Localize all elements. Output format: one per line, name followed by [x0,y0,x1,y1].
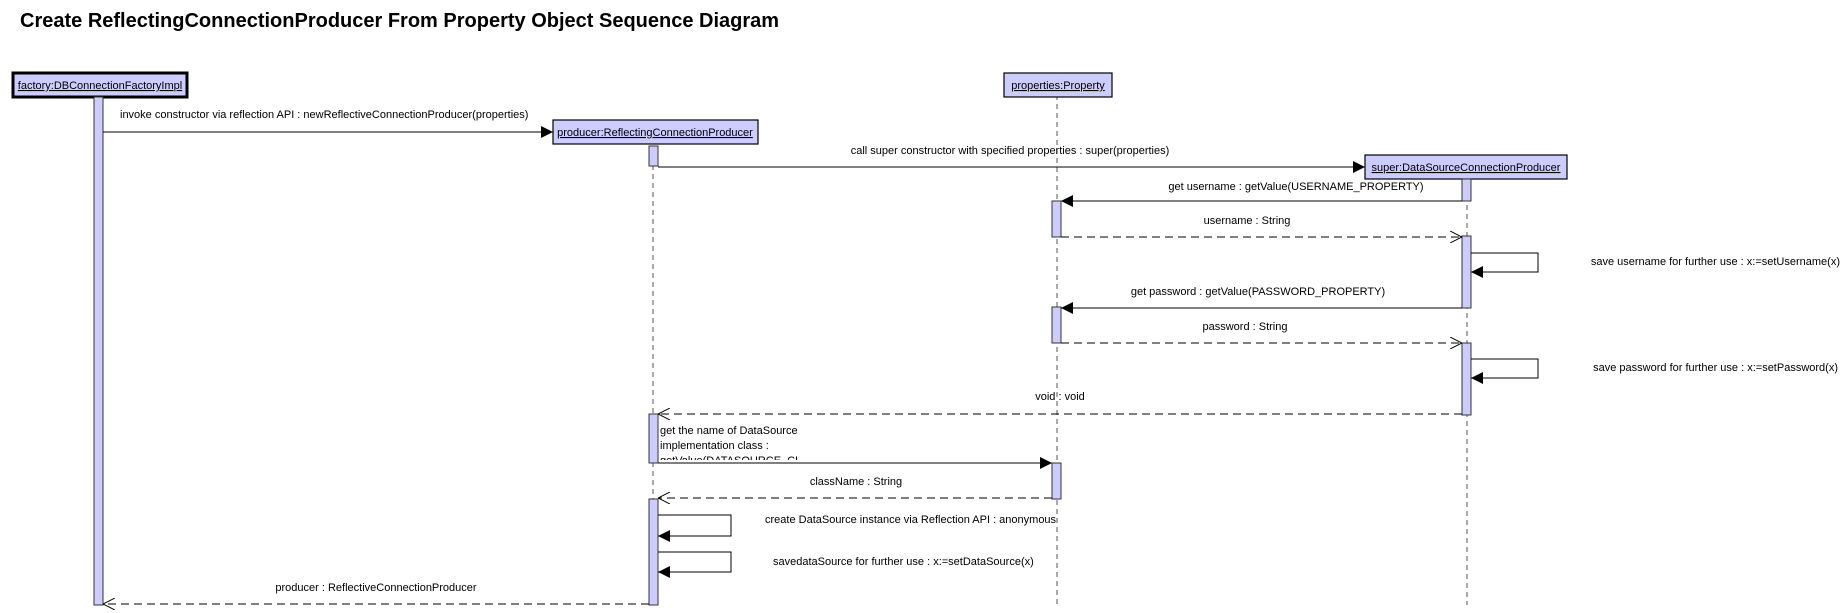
message-1-label: invoke constructor via reflection API : … [120,109,528,121]
message-14: producer : ReflectiveConnectionProducer [103,582,649,604]
activation-properties-2 [1051,306,1062,344]
activation-producer-2 [648,413,659,464]
message-6: get password : getValue(PASSWORD_PROPERT… [1061,286,1462,314]
message-4-label: username : String [1204,215,1291,227]
message-1: invoke constructor via reflection API : … [103,109,553,138]
message-11: className : String [658,476,1052,498]
activation-properties-1 [1051,200,1062,238]
activation-properties-3 [1051,462,1062,500]
message-3: get username : getValue(USERNAME_PROPERT… [1061,181,1462,207]
participant-factory-label: factory:DBConnectionFactoryImpl [18,80,182,92]
message-8: save password for further use : x:=setPa… [1471,358,1838,384]
message-11-label: className : String [810,476,902,488]
activation-super-3 [1461,342,1472,416]
participant-factory[interactable]: factory:DBConnectionFactoryImpl [11,71,189,99]
activation-super-1 [1461,178,1472,202]
participant-producer[interactable]: producer:ReflectingConnectionProducer [552,119,759,145]
message-5-label: save username for further use : x:=setUs… [1591,256,1840,268]
activation-producer-1 [648,145,659,167]
message-9-label: void : void [1035,391,1085,403]
participant-super[interactable]: super:DataSourceConnectionProducer [1364,154,1568,180]
message-13-label: savedataSource for further use : x:=setD… [773,556,1034,568]
message-8-label: save password for further use : x:=setPa… [1593,362,1838,374]
activation-factory [93,96,104,606]
message-7-label: password : String [1203,321,1288,333]
participant-properties-label: properties:Property [1011,80,1105,92]
message-14-label: producer : ReflectiveConnectionProducer [275,582,477,594]
message-6-label: get password : getValue(PASSWORD_PROPERT… [1131,286,1385,298]
message-2: call super constructor with specified pr… [658,145,1365,173]
message-12: create DataSource instance via Reflectio… [658,514,1057,542]
diagram-title: Create ReflectingConnectionProducer From… [20,10,780,32]
message-10: get the name of DataSource implementatio… [658,425,1052,469]
participant-properties[interactable]: properties:Property [1003,72,1113,98]
message-10-label: get the name of DataSource implementatio… [660,425,802,460]
message-5: save username for further use : x:=setUs… [1471,252,1840,278]
message-13: savedataSource for further use : x:=setD… [658,551,1034,578]
message-12-label: create DataSource instance via Reflectio… [765,514,1057,526]
message-9: void : void [658,391,1462,414]
message-2-label: call super constructor with specified pr… [851,145,1170,157]
message-7: password : String [1061,321,1462,343]
activation-super-2 [1461,235,1472,309]
activation-producer-3 [648,498,659,606]
message-3-label: get username : getValue(USERNAME_PROPERT… [1168,181,1423,193]
message-4: username : String [1061,215,1462,237]
participant-producer-label: producer:ReflectingConnectionProducer [557,127,753,139]
participant-super-label: super:DataSourceConnectionProducer [1372,162,1561,174]
